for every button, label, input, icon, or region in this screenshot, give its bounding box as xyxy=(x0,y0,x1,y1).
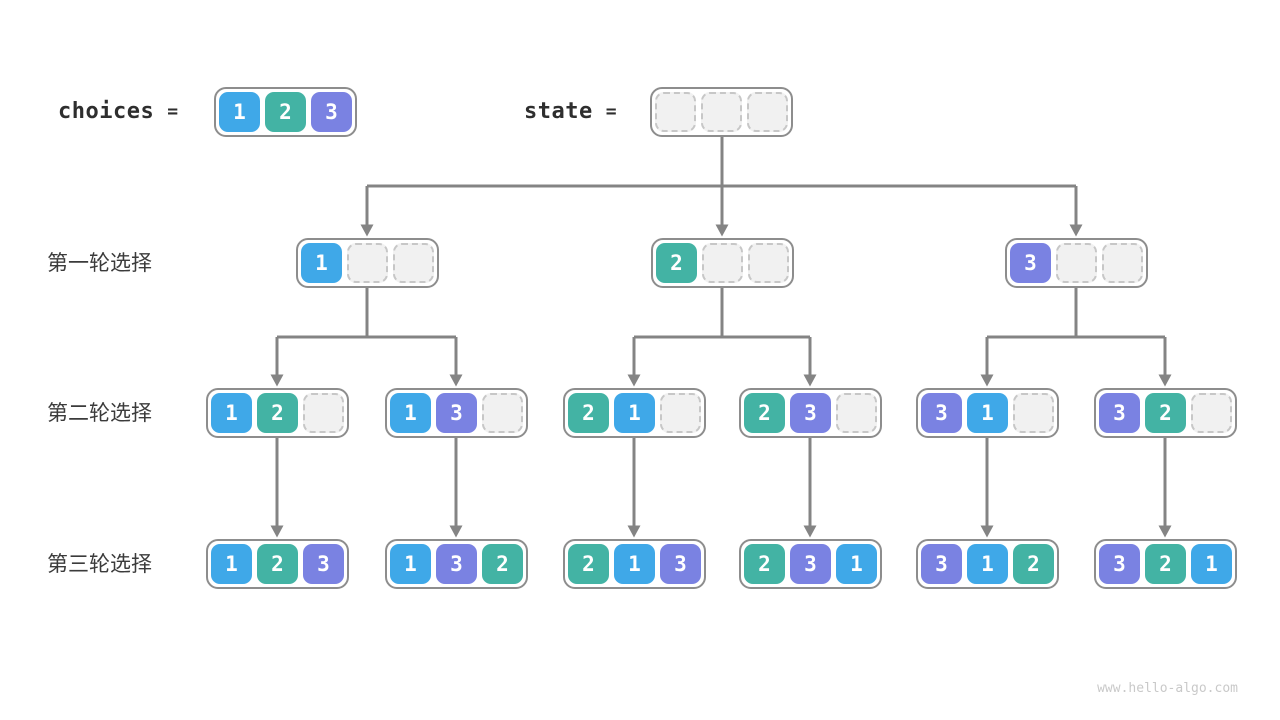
value-cell: 1 xyxy=(967,393,1008,433)
empty-slot xyxy=(1191,393,1232,433)
value-cell: 3 xyxy=(436,544,477,584)
value-cell: 2 xyxy=(1013,544,1054,584)
state-box: 3 xyxy=(1005,238,1148,288)
value-cell: 3 xyxy=(303,544,344,584)
empty-slot xyxy=(660,393,701,433)
state-equals-sign: = xyxy=(605,100,617,122)
empty-slot xyxy=(1056,243,1097,283)
value-cell: 2 xyxy=(656,243,697,283)
empty-slot xyxy=(701,92,742,132)
value-cell: 2 xyxy=(1145,393,1186,433)
value-cell: 1 xyxy=(836,544,877,584)
state-variable-name: state xyxy=(524,98,593,124)
value-cell: 2 xyxy=(568,393,609,433)
empty-slot xyxy=(303,393,344,433)
value-cell: 1 xyxy=(390,393,431,433)
empty-slot xyxy=(482,393,523,433)
choices-declaration: choices = xyxy=(58,86,178,136)
value-cell: 1 xyxy=(967,544,1008,584)
value-cell: 3 xyxy=(1099,544,1140,584)
value-cell: 2 xyxy=(1145,544,1186,584)
value-cell: 1 xyxy=(614,393,655,433)
value-cell: 1 xyxy=(301,243,342,283)
arrowheads xyxy=(270,224,1172,538)
value-cell: 2 xyxy=(568,544,609,584)
empty-slot xyxy=(747,92,788,132)
round-1-label: 第一轮选择 xyxy=(47,252,152,275)
value-cell: 1 xyxy=(219,92,260,132)
empty-slot xyxy=(748,243,789,283)
state-box: 1 xyxy=(296,238,439,288)
state-box: 2 xyxy=(651,238,794,288)
empty-slot xyxy=(347,243,388,283)
value-cell: 2 xyxy=(744,393,785,433)
value-cell: 3 xyxy=(790,544,831,584)
round-3-label: 第三轮选择 xyxy=(47,553,152,576)
value-cell: 2 xyxy=(744,544,785,584)
empty-slot xyxy=(655,92,696,132)
value-cell: 3 xyxy=(921,393,962,433)
round-2-label: 第二轮选择 xyxy=(47,402,152,425)
value-cell: 3 xyxy=(436,393,477,433)
choices-equals-sign: = xyxy=(167,100,179,122)
value-cell: 1 xyxy=(1191,544,1232,584)
value-cell: 2 xyxy=(257,393,298,433)
empty-slot xyxy=(1102,243,1143,283)
value-cell: 3 xyxy=(660,544,701,584)
watermark: www.hello-algo.com xyxy=(1097,681,1238,696)
value-cell: 3 xyxy=(790,393,831,433)
choices-variable-name: choices xyxy=(58,98,155,124)
value-cell: 2 xyxy=(482,544,523,584)
value-cell: 1 xyxy=(211,544,252,584)
value-cell: 3 xyxy=(921,544,962,584)
value-cell: 2 xyxy=(265,92,306,132)
state-declaration: state = xyxy=(524,86,617,136)
empty-slot xyxy=(702,243,743,283)
state-array-root xyxy=(650,87,793,137)
empty-slot xyxy=(836,393,877,433)
value-cell: 3 xyxy=(311,92,352,132)
empty-slot xyxy=(393,243,434,283)
value-cell: 1 xyxy=(211,393,252,433)
value-cell: 1 xyxy=(390,544,431,584)
empty-slot xyxy=(1013,393,1054,433)
value-cell: 2 xyxy=(257,544,298,584)
value-cell: 1 xyxy=(614,544,655,584)
value-cell: 3 xyxy=(1099,393,1140,433)
value-cell: 3 xyxy=(1010,243,1051,283)
